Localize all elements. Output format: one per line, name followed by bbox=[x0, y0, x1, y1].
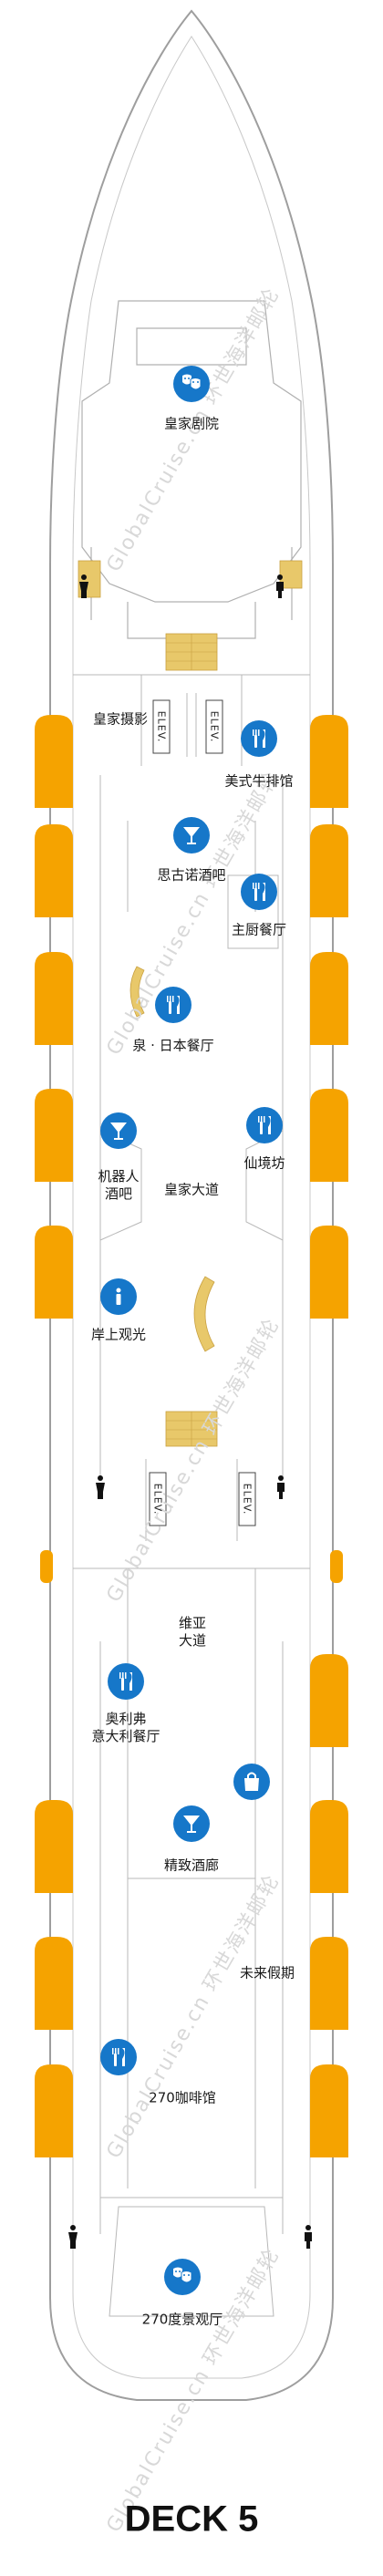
label-cafe-270: 270咖啡馆 bbox=[149, 2089, 216, 2106]
info-icon[interactable] bbox=[100, 1278, 137, 1315]
hull-inner-line bbox=[72, 36, 311, 2379]
label-fine-wine: 精致酒廊 bbox=[163, 1857, 220, 1874]
label-royal-esplanade: 皇家大道 bbox=[163, 1181, 220, 1198]
label-two70: 270度景观厅 bbox=[141, 2311, 223, 2328]
elevator-label: ELEV. bbox=[241, 1483, 254, 1516]
fork-knife-icon[interactable] bbox=[108, 1663, 144, 1700]
label-royal-theater: 皇家剧院 bbox=[163, 415, 220, 432]
theater-masks-icon[interactable] bbox=[173, 366, 210, 402]
shopping-bag-icon[interactable] bbox=[233, 1764, 270, 1800]
label-shore-excursions: 岸上观光 bbox=[90, 1326, 147, 1343]
label-royal-photo: 皇家摄影 bbox=[92, 710, 149, 728]
label-wonderland: 仙境坊 bbox=[243, 1154, 285, 1172]
label-bionic-bar: 机器人 酒吧 bbox=[98, 1168, 140, 1202]
elevator-label: ELEV. bbox=[151, 1483, 164, 1516]
fork-knife-icon[interactable] bbox=[246, 1107, 283, 1143]
lifeboats-starboard bbox=[310, 715, 348, 2157]
fork-knife-icon[interactable] bbox=[241, 720, 277, 757]
label-via-promenade: 维亚 大道 bbox=[178, 1615, 207, 1649]
lifeboats-port bbox=[35, 715, 73, 2157]
elevator-label: ELEV. bbox=[208, 710, 221, 743]
cocktail-icon[interactable] bbox=[100, 1112, 137, 1149]
fork-knife-icon[interactable] bbox=[100, 2039, 137, 2075]
fork-knife-icon[interactable] bbox=[241, 874, 277, 910]
deck-title: DECK 5 bbox=[124, 2498, 259, 2540]
label-jamies-italian: 奥利弗 意大利餐厅 bbox=[91, 1711, 160, 1744]
label-steakhouse: 美式牛排馆 bbox=[224, 772, 294, 790]
small-tenders bbox=[40, 1550, 343, 1583]
label-schooner-bar: 思古诺酒吧 bbox=[157, 866, 226, 884]
restroom-icons bbox=[68, 574, 312, 2249]
hull-outline bbox=[49, 9, 334, 2401]
label-main-dining: 主厨餐厅 bbox=[231, 921, 287, 938]
label-izumi: 泉 · 日本餐厅 bbox=[132, 1037, 214, 1054]
elevator-label: ELEV. bbox=[155, 710, 168, 743]
label-future-cruises: 未来假期 bbox=[239, 1964, 295, 1981]
stair-steps bbox=[166, 634, 217, 1446]
theater-masks-icon[interactable] bbox=[164, 2259, 201, 2295]
cocktail-icon[interactable] bbox=[173, 1805, 210, 1842]
fork-knife-icon[interactable] bbox=[155, 987, 192, 1023]
elevator-boxes bbox=[149, 699, 256, 1526]
cocktail-icon[interactable] bbox=[173, 817, 210, 853]
